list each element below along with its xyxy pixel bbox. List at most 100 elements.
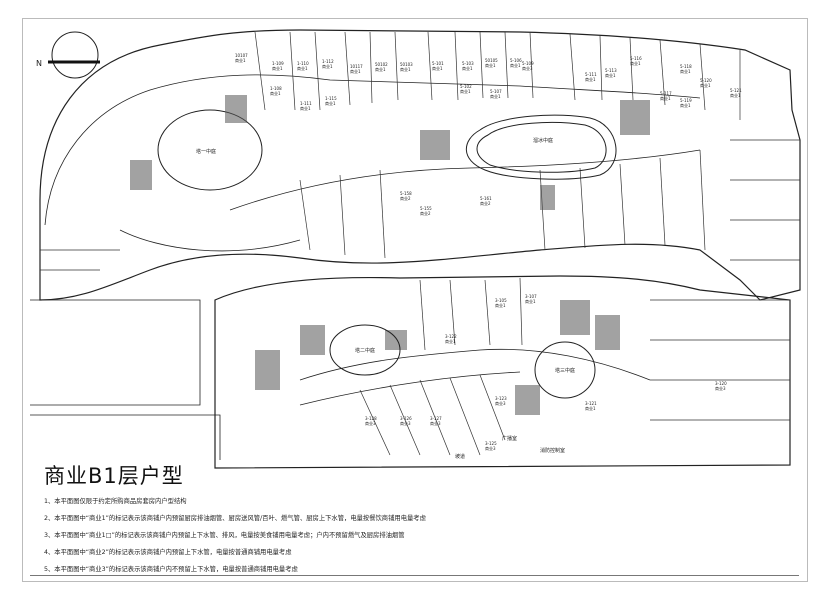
north-label: N bbox=[36, 59, 42, 68]
unit-type: 商业1 bbox=[272, 65, 283, 71]
unit-type: 商业1 bbox=[605, 72, 616, 78]
unit-id: 5-158 bbox=[400, 191, 412, 196]
unit-id: 5-161 bbox=[480, 196, 492, 201]
note-item: 1、本平面图仅限于约定所购商品房套房内户型结构 bbox=[44, 498, 187, 505]
unit-type: 商业2 bbox=[480, 200, 491, 206]
unit-type: 商业1 bbox=[680, 102, 691, 108]
unit-id: 5-106 bbox=[510, 58, 522, 63]
unit-id: 5-109 bbox=[522, 61, 534, 66]
note-item: 3、本平面图中“商业1□”的标记表示该商铺户内预留上下水管、排风，电量按美食铺用… bbox=[44, 532, 405, 539]
upper-plan-outline bbox=[39, 29, 801, 301]
unit-type: 商业1 bbox=[490, 93, 501, 99]
unit-id: 3-122 bbox=[445, 334, 457, 339]
unit-id: 5-118 bbox=[680, 64, 692, 69]
page-title: 商业B1层户型 bbox=[44, 464, 184, 488]
unit-type: 商业1 bbox=[485, 62, 496, 68]
stair-cores bbox=[130, 95, 650, 415]
unit-id: 5-111 bbox=[585, 72, 597, 77]
unit-id: 3-128 bbox=[365, 416, 377, 421]
atrium-1 bbox=[157, 109, 263, 191]
unit-id: 5-121 bbox=[730, 88, 742, 93]
atrium-4-label: 塔三中庭 bbox=[555, 367, 575, 374]
unit-type: 商业1 bbox=[322, 63, 333, 69]
unit-id: 1-108 bbox=[270, 86, 282, 91]
unit-id: 1-111 bbox=[300, 101, 312, 106]
unit-id: 1-109 bbox=[272, 61, 284, 66]
unit-id: 5-103 bbox=[462, 61, 474, 66]
unit-id: 5-102 bbox=[460, 84, 472, 89]
unit-id: 3-107 bbox=[525, 294, 537, 299]
unit-type: 商业1 bbox=[325, 100, 336, 106]
unit-id: 5-120 bbox=[700, 78, 712, 83]
unit-type: 商业3 bbox=[715, 385, 726, 391]
notes-list: 1、本平面图仅限于约定所购商品房套房内户型结构 2、本平面图中“商业1”的标记表… bbox=[44, 493, 426, 578]
unit-type: 商业3 bbox=[522, 65, 533, 71]
unit-id: 5-107 bbox=[490, 89, 502, 94]
unit-id: 3-105 bbox=[495, 298, 507, 303]
unit-id: 1-112 bbox=[322, 59, 334, 64]
note-item: 4、本平面图中“商业2”的标记表示该商铺户内预留上下水管，电量按普通商铺用电量考… bbox=[44, 549, 292, 556]
unit-id: 1-110 bbox=[297, 61, 309, 66]
unit-id: 3-126 bbox=[400, 416, 412, 421]
unit-type: 商业3 bbox=[365, 420, 376, 426]
unit-type: 商业1 bbox=[462, 65, 473, 71]
unit-type: 商业1 bbox=[375, 66, 386, 72]
unit-type: 商业1 bbox=[680, 68, 691, 74]
atrium-3-label: 塔二中庭 bbox=[355, 347, 375, 354]
unit-type: 商业1 bbox=[730, 92, 741, 98]
unit-type: 商业1 bbox=[297, 65, 308, 71]
unit-id: 5-117 bbox=[660, 91, 672, 96]
unit-id: 3-120 bbox=[715, 381, 727, 386]
unit-id: 50105 bbox=[485, 58, 498, 63]
unit-id: 3-127 bbox=[430, 416, 442, 421]
unit-type: 商业1 bbox=[432, 65, 443, 71]
unit-id: 50103 bbox=[400, 62, 413, 67]
unit-id: 10107 bbox=[235, 53, 248, 58]
note-item: 5、本平面图中“商业3”的标记表示该商铺户内不预留上下水管，电量按普通商铺用电量… bbox=[44, 566, 298, 573]
unit-type: 商业3 bbox=[400, 420, 411, 426]
unit-id: 3-125 bbox=[485, 441, 497, 446]
unit-type: 商业3 bbox=[485, 445, 496, 451]
unit-id: 5-116 bbox=[630, 56, 642, 61]
unit-id: 50102 bbox=[375, 62, 388, 67]
room-broadcast: 广播室 bbox=[502, 435, 517, 442]
unit-type: 商业1 bbox=[510, 62, 521, 68]
unit-type: 商业1 bbox=[270, 90, 281, 96]
room-ramp: 坡道 bbox=[455, 453, 465, 460]
unit-id: 5-101 bbox=[432, 61, 444, 66]
note-item: 2、本平面图中“商业1”的标记表示该商铺户内预留厨房排油烟管、厨房送风管/百叶、… bbox=[44, 515, 426, 522]
page-frame bbox=[22, 18, 808, 582]
unit-type: 商业1 bbox=[445, 338, 456, 344]
unit-type: 商业1 bbox=[460, 88, 471, 94]
unit-id: 3-121 bbox=[585, 401, 597, 406]
atrium-4 bbox=[534, 341, 596, 399]
